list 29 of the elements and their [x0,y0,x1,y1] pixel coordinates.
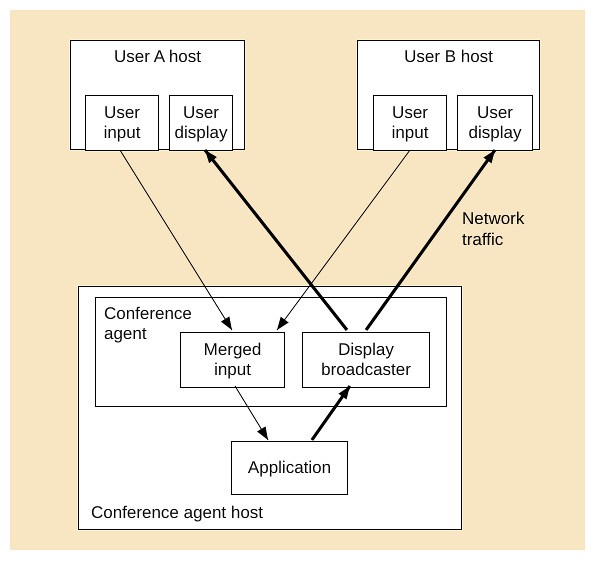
arrow [204,149,348,331]
component-label: Merged input [202,340,262,380]
component-box [373,95,447,151]
container-title: User B host [403,47,494,67]
container-title: Conference agent host [91,503,264,523]
host-box [357,40,540,150]
component-box [85,95,159,151]
component-label: Application [246,458,332,478]
arrow [276,150,411,330]
container-title: User A host [113,47,202,67]
component-label: User display [468,103,522,143]
component-label: User input [102,103,142,143]
component-label: Display broadcaster [320,340,412,380]
arrow [234,386,269,440]
arrow [310,385,352,441]
container-title: Conference agent [104,304,193,344]
component-label: User input [390,103,430,143]
component-box [169,95,233,151]
component-box [302,332,430,388]
component-box [180,332,285,388]
host-box [78,286,462,530]
host-box [70,40,245,150]
component-label: User display [174,103,228,143]
arrow [364,149,496,331]
component-box [457,95,533,151]
component-box [231,441,348,495]
agent-box [95,297,447,407]
arrow [119,150,232,330]
traffic-note: Network traffic [462,208,526,250]
